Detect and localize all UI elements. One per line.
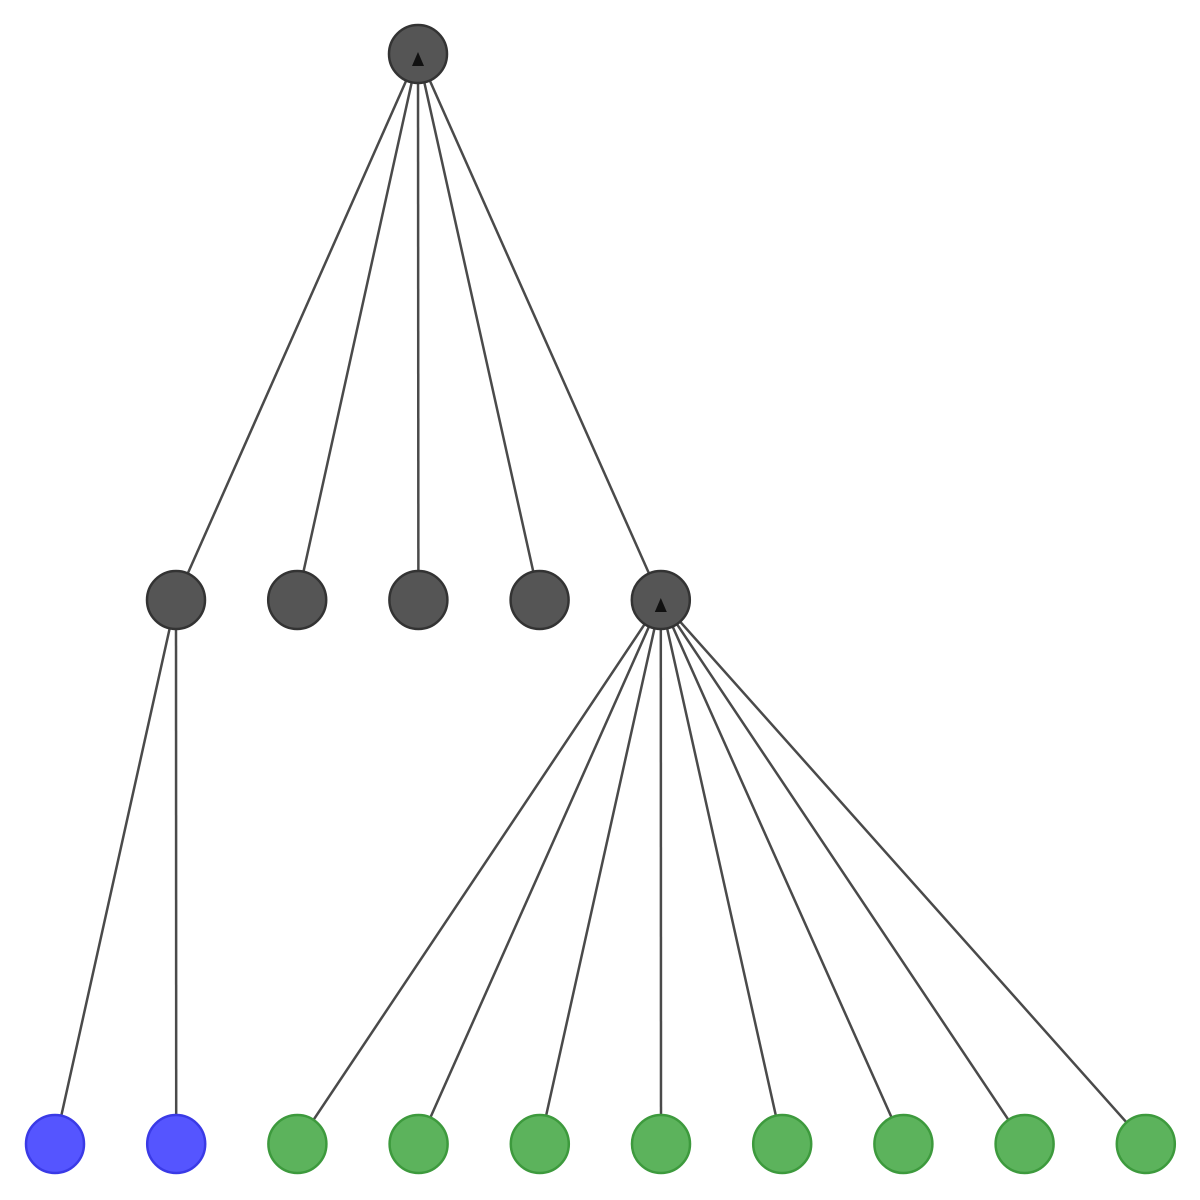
edge-n1-n6 <box>53 599 178 1145</box>
node-n3-internal <box>388 569 449 631</box>
node-n8-group-b <box>267 1113 328 1175</box>
node-n4-internal <box>509 569 570 631</box>
edge-n5-n10 <box>538 599 663 1145</box>
node-n13-group-b <box>873 1113 934 1175</box>
edges-layer <box>53 53 1147 1145</box>
edge-n5-n13 <box>659 599 905 1145</box>
node-n12-group-b <box>751 1113 813 1175</box>
edge-n5-n12 <box>659 599 784 1145</box>
edge-n0-n5 <box>416 53 662 601</box>
node-n9-group-b <box>388 1113 449 1175</box>
node-n15-group-b <box>1115 1113 1177 1175</box>
edge-n5-n9 <box>417 599 662 1145</box>
edge-n5-n14 <box>659 599 1026 1145</box>
edge-n0-n4 <box>416 53 541 601</box>
hub-marker-n5 <box>654 598 667 612</box>
hub-marker-n0 <box>412 52 424 66</box>
nodes-layer <box>24 23 1177 1175</box>
edge-n5-n15 <box>659 599 1147 1145</box>
node-n11-group-b <box>630 1113 692 1175</box>
node-n6-group-a <box>24 1113 86 1175</box>
node-n10-group-b <box>509 1113 571 1175</box>
node-n7-group-a <box>145 1113 207 1175</box>
edge-n0-n2 <box>295 53 420 601</box>
node-n1-internal <box>145 569 207 631</box>
node-n14-group-b <box>994 1113 1055 1175</box>
node-n2-internal <box>266 569 328 631</box>
edge-n5-n8 <box>296 599 662 1145</box>
edge-n0-n1 <box>174 53 420 601</box>
